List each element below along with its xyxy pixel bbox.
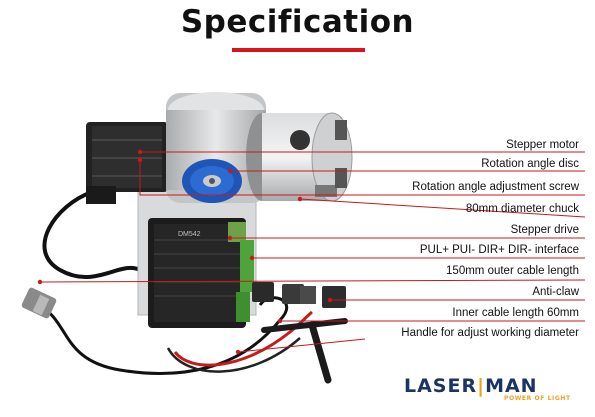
callout-interface: PUL+ PUI- DIR+ DIR- interface bbox=[419, 244, 579, 256]
callout-chuck: 80mm diameter chuck bbox=[465, 203, 579, 215]
anti-claw-parts bbox=[252, 282, 346, 308]
outer-cable bbox=[42, 190, 141, 280]
rotation-disc bbox=[182, 159, 242, 203]
red-wire bbox=[173, 310, 313, 367]
callout-dots bbox=[37, 149, 333, 355]
aviation-connector bbox=[21, 287, 57, 319]
callout-inner-cable: Inner cable length 60mm bbox=[452, 307, 579, 319]
black-wire bbox=[166, 337, 301, 373]
logo-text-mid: | bbox=[477, 375, 486, 397]
callout-anti-claw: Anti-claw bbox=[532, 286, 579, 298]
callout-adjustment-screw: Rotation angle adjustment screw bbox=[412, 181, 579, 193]
laserman-logo: LASER|MAN POWER OF LIGHT bbox=[404, 375, 584, 409]
logo-text-right: MAN bbox=[485, 375, 538, 397]
logo-tagline: POWER OF LIGHT bbox=[504, 395, 571, 402]
logo-text-left: LASER bbox=[404, 375, 478, 397]
title-underline bbox=[232, 48, 365, 52]
callout-outer-cable: 150mm outer cable length bbox=[446, 265, 579, 277]
callout-handle: Handle for adjust working diameter bbox=[401, 327, 579, 339]
t-handle-wrench bbox=[261, 318, 348, 384]
stepper-drive bbox=[148, 218, 254, 328]
callout-lines bbox=[39, 151, 586, 353]
page-title: Specification bbox=[180, 4, 415, 40]
drive-model-label: DM542 bbox=[178, 231, 201, 238]
callout-stepper-drive: Stepper drive bbox=[510, 224, 579, 236]
callout-stepper-motor: Stepper motor bbox=[506, 139, 579, 151]
chuck bbox=[246, 112, 353, 202]
stepper-motor bbox=[86, 122, 168, 204]
callout-rotation-angle-disc: Rotation angle disc bbox=[481, 158, 579, 170]
